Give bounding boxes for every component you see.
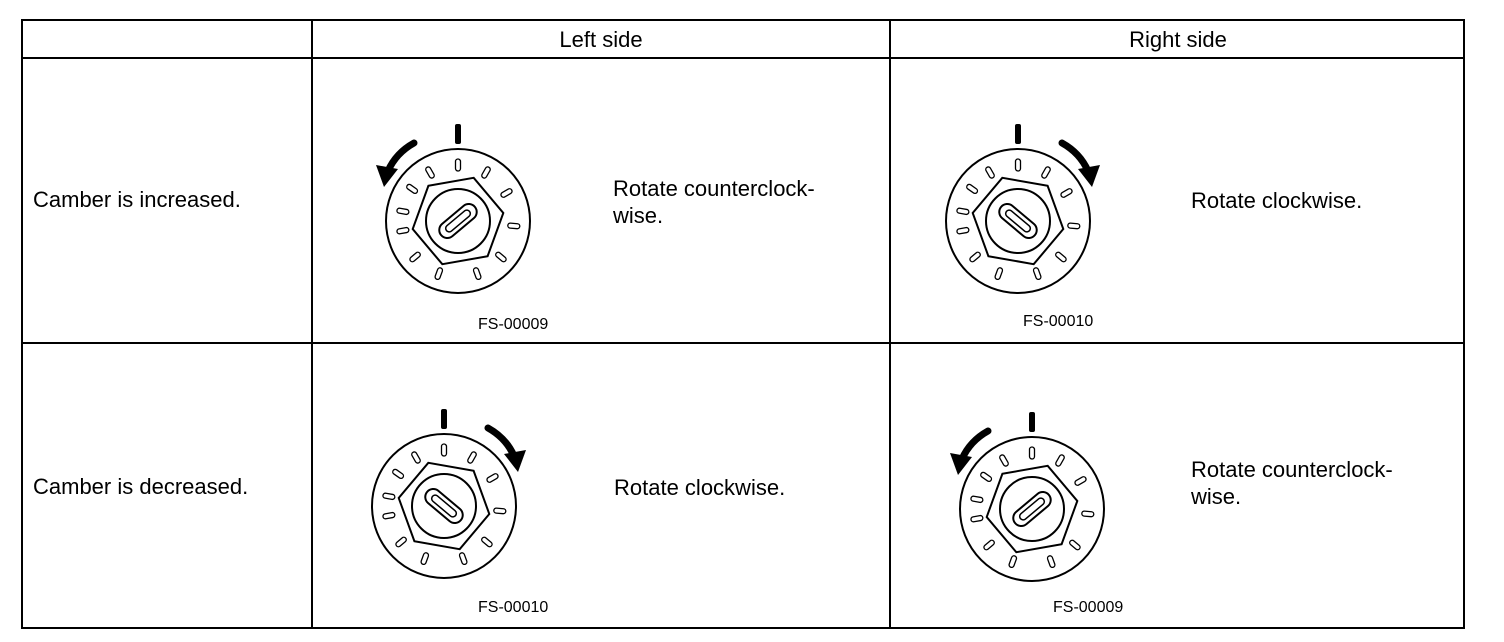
column-divider-1: [311, 21, 313, 627]
figure-code-right-decrease: FS-00009: [1053, 599, 1124, 616]
header-left-side: Left side: [559, 27, 643, 52]
instruction-right-decrease: Rotate counterclock- wise.: [1191, 457, 1393, 509]
figure-code-left-decrease: FS-00010: [478, 599, 549, 616]
instruction-left-decrease: Rotate clockwise.: [614, 475, 786, 500]
adjuster-dial-icon: [950, 412, 1105, 582]
row-label-camber-decreased: Camber is decreased.: [33, 474, 249, 499]
row-divider: [23, 342, 1463, 344]
header-divider: [23, 57, 1463, 59]
figure-code-right-increase: FS-00010: [1023, 313, 1094, 330]
instruction-left-increase: Rotate counterclock- wise.: [613, 176, 815, 228]
camber-adjustment-table: Left side Right side Camber is increased…: [21, 19, 1465, 629]
row-label-camber-increased: Camber is increased.: [33, 187, 241, 212]
adjuster-dial-icon: [371, 409, 526, 579]
figure-code-left-increase: FS-00009: [478, 316, 549, 333]
column-divider-2: [889, 21, 891, 627]
adjuster-dial-icon: [945, 124, 1100, 294]
adjuster-dial-icon: [376, 124, 531, 294]
header-empty-cell: [23, 21, 311, 59]
instruction-right-increase: Rotate clockwise.: [1191, 188, 1363, 213]
header-right-side: Right side: [1129, 27, 1227, 52]
